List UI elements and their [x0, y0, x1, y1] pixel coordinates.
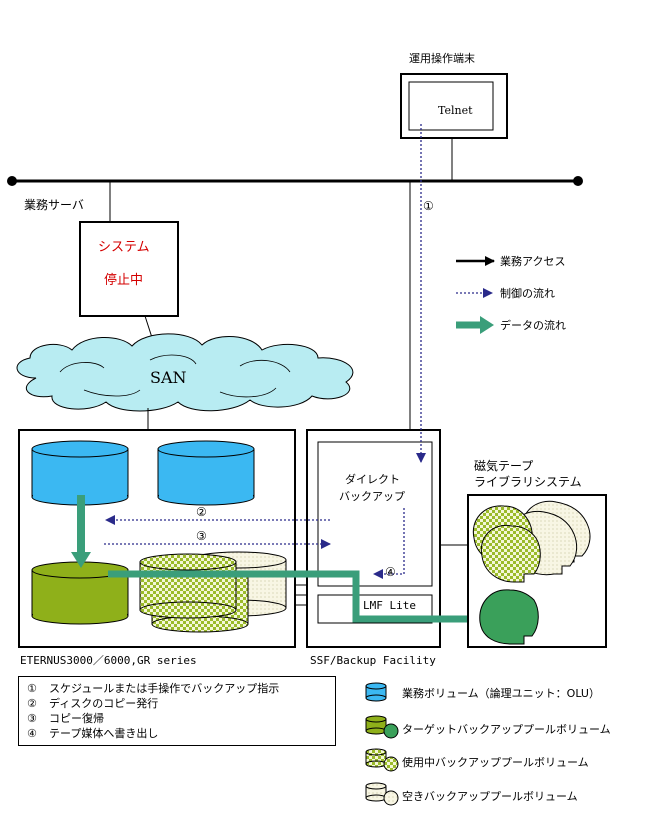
lmf-lite-label: LMF Lite — [363, 599, 416, 612]
step-item: ② ディスクのコピー発行 — [27, 696, 327, 711]
step-item: ① スケジュールまたは手操作でバックアップ指示 — [27, 681, 327, 696]
marker-3: ③ — [196, 529, 207, 543]
step-text: テープ媒体へ書き出し — [49, 727, 159, 740]
step-text: コピー復帰 — [49, 712, 104, 725]
legend-in-use-volume-label: 使用中バックアッププールボリューム — [402, 756, 589, 769]
lan-bus — [7, 176, 583, 186]
ssf-label: SSF/Backup Facility — [310, 654, 436, 667]
step-number: ① — [27, 682, 37, 695]
legend-business-volume-label: 業務ボリューム（論理ユニット：OLU） — [402, 686, 600, 700]
legend-business-access-label: 業務アクセス — [500, 254, 565, 268]
storage-ssf-connector — [295, 584, 307, 606]
steps-list: ① スケジュールまたは手操作でバックアップ指示 ② ディスクのコピー発行 ③ コピー復… — [18, 676, 336, 746]
san-label: SAN — [150, 368, 187, 387]
tape-library-line2: ライブラリシステム — [474, 474, 582, 489]
step-number: ④ — [27, 727, 37, 740]
business-volume-2 — [157, 440, 255, 506]
direct-backup-line2: バックアップ — [339, 490, 405, 503]
legend-free-volume-icon — [365, 782, 399, 806]
step-item: ③ コピー復帰 — [27, 711, 327, 726]
data-flow-copy-arrow — [71, 495, 91, 568]
marker-4: ④ — [385, 565, 396, 579]
legend-target-volume-label: ターゲットバックアッププールボリューム — [402, 723, 611, 736]
telnet-label: Telnet — [438, 104, 473, 117]
direct-backup-line1: ダイレクト — [345, 472, 400, 486]
eternus-label: ETERNUS3000／6000,GR series — [20, 654, 197, 667]
legend-free-volume-label: 空きバックアッププールボリューム — [402, 789, 578, 803]
legend-target-volume-icon — [365, 715, 399, 739]
step-text: ディスクのコピー発行 — [49, 697, 159, 710]
step-text: スケジュールまたは手操作でバックアップ指示 — [49, 682, 280, 695]
server-status-line1: システム — [98, 240, 150, 255]
server-status-line2: 停止中 — [104, 272, 143, 288]
marker-2: ② — [196, 505, 207, 519]
control-flow-4-arrow — [373, 508, 405, 579]
step-item: ④ テープ媒体へ書き出し — [27, 726, 327, 741]
tape-library-line1: 磁気テープ — [474, 458, 533, 473]
legend-business-volume-icon — [365, 682, 387, 702]
business-server-box — [79, 221, 179, 317]
marker-1: ① — [423, 199, 434, 213]
target-tape-cartridge — [479, 589, 539, 645]
step-number: ③ — [27, 712, 37, 725]
in-use-pool-volumes — [139, 553, 249, 633]
business-server-label: 業務サーバ — [24, 198, 84, 212]
terminal-icon — [400, 73, 508, 139]
step-number: ② — [27, 697, 37, 710]
legend-data-flow-label: データの流れ — [500, 318, 566, 332]
terminal-title: 運用操作端末 — [409, 51, 475, 65]
legend-data-flow — [456, 316, 494, 334]
legend-in-use-volume-icon — [365, 748, 399, 772]
san-cloud — [16, 333, 354, 412]
direct-backup-box — [317, 441, 433, 587]
legend-control-flow-label: 制御の流れ — [500, 286, 555, 300]
business-volume-1 — [31, 440, 129, 506]
in-use-tape-cartridges — [472, 505, 541, 583]
